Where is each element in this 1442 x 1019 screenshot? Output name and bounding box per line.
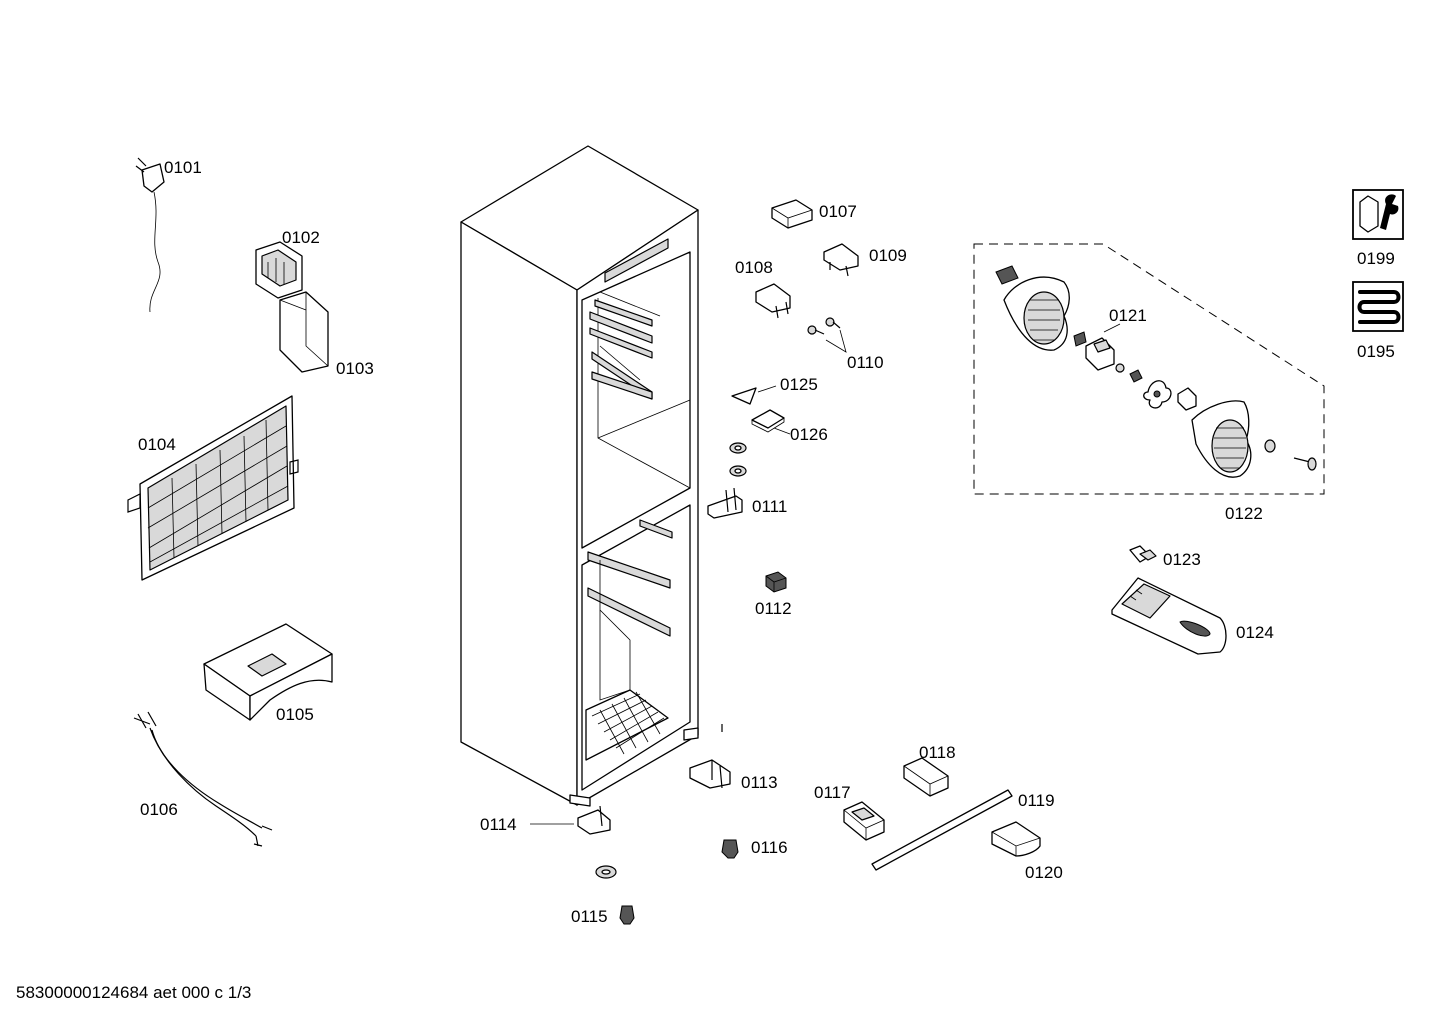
lower-shelf-rails (587, 519, 673, 701)
part-0126-plate[interactable]: 0126 (751, 409, 828, 444)
label-0101: 0101 (164, 158, 202, 177)
label-0126: 0126 (790, 425, 828, 444)
part-0111-hinge[interactable]: 0111 (707, 487, 787, 519)
label-0195: 0195 (1357, 342, 1395, 361)
label-0125: 0125 (780, 375, 818, 394)
label-0122: 0122 (1225, 504, 1263, 523)
part-0113-bracket[interactable]: 0113 (689, 724, 778, 792)
part-0112-block[interactable]: 0112 (755, 571, 792, 618)
label-0110: 0110 (847, 353, 884, 372)
label-0199: 0199 (1357, 249, 1395, 268)
part-0103-module-cover[interactable]: 0103 (279, 291, 374, 378)
label-0103: 0103 (336, 359, 374, 378)
part-0109-hinge-bracket[interactable]: 0109 (823, 243, 907, 277)
fridge-cabinet (460, 145, 699, 807)
label-0118: 0118 (919, 743, 956, 762)
label-0102: 0102 (282, 228, 320, 247)
label-0114: 0114 (480, 815, 517, 834)
part-0104-condenser[interactable]: 0104 (127, 395, 299, 581)
part-0102-control-module[interactable]: 0102 (255, 228, 320, 299)
part-washers (729, 442, 747, 477)
label-0107: 0107 (819, 202, 857, 221)
part-0118-clip[interactable]: 0118 (903, 743, 956, 797)
part-0106-wire-harness[interactable]: 0106 (133, 711, 273, 847)
label-0115: 0115 (571, 907, 608, 926)
label-0112: 0112 (755, 599, 792, 618)
label-0106: 0106 (140, 800, 178, 819)
document-code: 58300000124684 aet 000 c 1/3 (16, 983, 251, 1002)
label-0119: 0119 (1018, 791, 1055, 810)
label-0120: 0120 (1025, 863, 1063, 882)
part-0120-pad[interactable]: 0120 (991, 821, 1063, 882)
part-0108-hinge-bracket[interactable]: 0108 (735, 258, 791, 319)
part-0123-lamp[interactable]: 0123 (1129, 545, 1201, 569)
part-0122-fan-assembly[interactable]: 0121 0122 (973, 243, 1325, 523)
part-0101-power-plug[interactable]: 0101 (135, 157, 202, 313)
label-0113: 0113 (741, 773, 778, 792)
label-0104: 0104 (138, 435, 176, 454)
label-0121: 0121 (1109, 306, 1147, 325)
part-0117-clip[interactable]: 0117 (814, 783, 885, 841)
bottom-drawer-grid (585, 689, 669, 761)
part-0119-rod[interactable]: 0119 (871, 789, 1055, 871)
label-0111: 0111 (752, 497, 787, 516)
part-0114-foot-bracket[interactable]: 0114 (480, 805, 611, 835)
part-0105-drip-tray[interactable]: 0105 (203, 623, 333, 724)
label-0116: 0116 (751, 838, 788, 857)
label-0117: 0117 (814, 783, 851, 802)
wrench-nut-icon: 0199 (1352, 189, 1404, 268)
label-0109: 0109 (869, 246, 907, 265)
part-0107-cap[interactable]: 0107 (771, 199, 857, 229)
label-0108: 0108 (735, 258, 773, 277)
part-0124-lamp-cover[interactable]: 0124 (1111, 577, 1274, 655)
part-0125-wedge[interactable]: 0125 (731, 375, 818, 405)
upper-shelf-rails (589, 291, 661, 400)
label-0123: 0123 (1163, 550, 1201, 569)
part-0110-screws[interactable]: 0110 (807, 317, 884, 372)
part-0115-leveling-foot[interactable]: 0115 (571, 865, 635, 926)
label-0105: 0105 (276, 705, 314, 724)
label-0124: 0124 (1236, 623, 1274, 642)
part-0116-leveling-foot[interactable]: 0116 (721, 838, 788, 859)
heating-coil-icon: 0195 (1352, 281, 1404, 361)
